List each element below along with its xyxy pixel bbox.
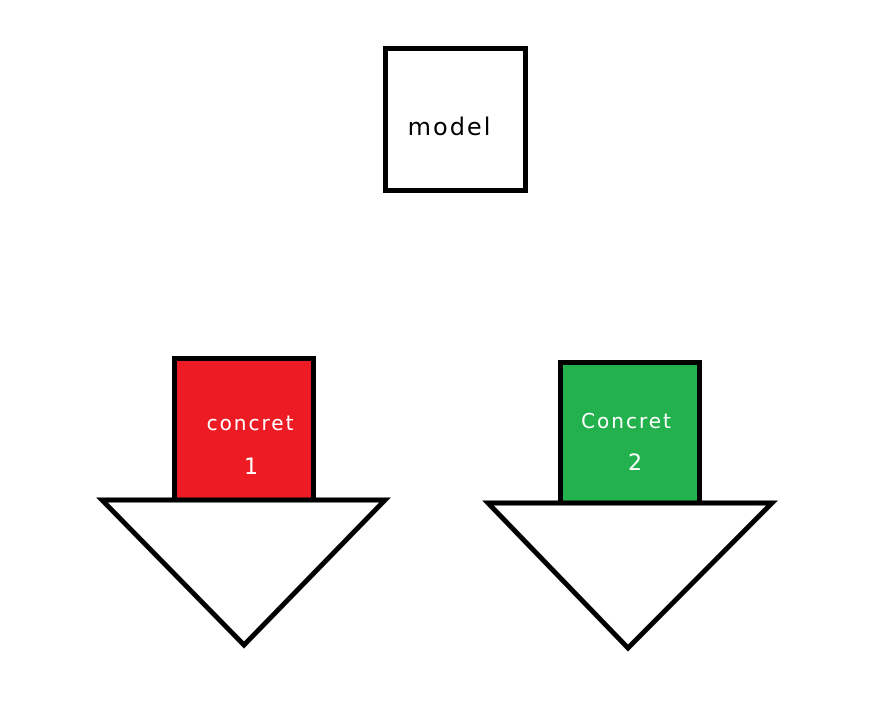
concrete1-arrow-group: concret 1 [96,356,391,649]
model-label: model [408,113,493,141]
down-arrow-icon [96,497,391,649]
concrete2-box [558,360,702,506]
concrete1-label: concret [207,411,296,435]
concrete2-number: 2 [628,451,644,476]
concrete1-number: 1 [244,455,260,480]
concrete2-box-border [558,360,702,506]
model-node: model [383,46,528,193]
concrete1-box [172,356,316,502]
concrete2-arrow-group: Concret 2 [482,360,779,652]
concrete1-box-border [172,356,316,503]
model-box [383,46,528,193]
down-arrow-icon [482,500,779,652]
concrete2-label: Concret [581,409,673,433]
